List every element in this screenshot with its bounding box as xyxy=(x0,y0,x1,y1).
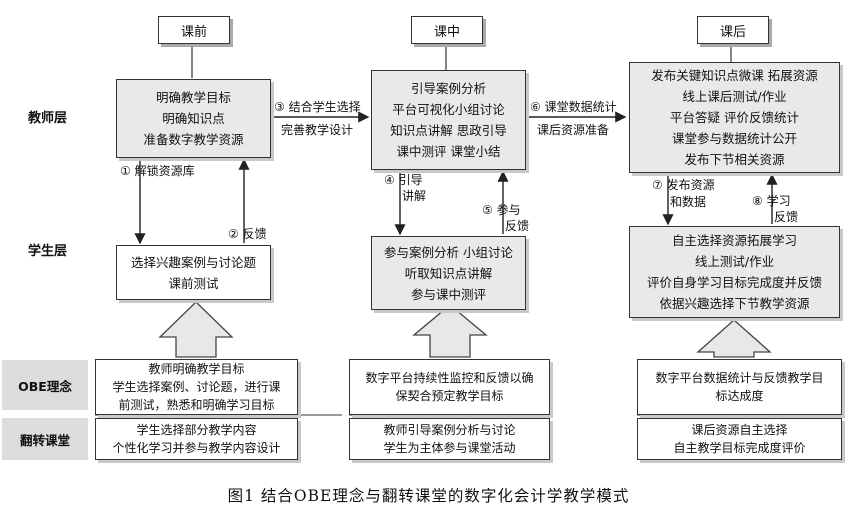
text-line: 数字平台数据统计与反馈教学目 xyxy=(655,371,824,385)
text-line: 标达成度 xyxy=(715,389,764,403)
text-line: 发布关键知识点微课 拓展资源 xyxy=(651,68,818,83)
text-line: 个性化学习并参与教学内容设计 xyxy=(112,441,281,455)
arrow-4-label-1: ④ 引导 xyxy=(384,173,423,187)
arrow-2-label: ② 反馈 xyxy=(228,227,267,241)
arrow-5-label-2: 反馈 xyxy=(505,219,530,233)
text-line: 课前测试 xyxy=(168,275,219,291)
obe-side-label: OBE理念 xyxy=(2,360,88,410)
arrow-8-label-2: 反馈 xyxy=(774,210,799,224)
student-after-box: 自主选择资源拓展学习 线上测试/作业 评价自身学习目标完成度并反馈 依据兴趣选择… xyxy=(629,226,840,318)
text-line: 参与课中测评 xyxy=(410,286,486,302)
layer-teacher-label: 教师层 xyxy=(27,110,67,126)
text-line: 教师引导案例分析与讨论 xyxy=(383,423,516,437)
text-line: 依据兴趣选择下节教学资源 xyxy=(659,296,810,311)
big-up-arrow-before xyxy=(158,301,234,358)
teacher-before-box: 明确教学目标 明确知识点 准备数字教学资源 xyxy=(116,79,271,158)
text-line: 参与案例分析 小组讨论 xyxy=(384,244,513,260)
arrow-3-label-1: ③ 结合学生选择 xyxy=(274,100,361,114)
text-line: 数字平台持续性监控和反馈以确 xyxy=(365,371,534,385)
arrow-4-label-2: 讲解 xyxy=(402,189,427,203)
figure-caption: 图1 结合OBE理念与翻转课堂的数字化会计学教学模式 xyxy=(227,487,630,505)
text-line: 选择兴趣案例与讨论题 xyxy=(130,254,256,270)
layer-student-label: 学生层 xyxy=(27,243,67,259)
text-line: 前测试，熟悉和明确学习目标 xyxy=(118,398,275,412)
text-line: 课中测评 课堂小结 xyxy=(396,144,501,159)
phase-after-tag: 课后 xyxy=(697,16,769,44)
text-line: 准备数字教学资源 xyxy=(143,132,244,147)
student-before-box: 选择兴趣案例与讨论题 课前测试 xyxy=(116,245,271,300)
text-line: 自主选择资源拓展学习 xyxy=(671,233,797,248)
big-up-arrow-during xyxy=(412,304,488,358)
flipped-before-box: 学生选择部分教学内容 个性化学习并参与教学内容设计 xyxy=(95,418,298,460)
text-line: 线上课后测试/作业 xyxy=(682,89,787,104)
arrow-7-label-1: ⑦ 发布资源 xyxy=(652,178,715,192)
arrow-8-label-1: ⑧ 学习 xyxy=(752,194,791,208)
arrow-6-label-2: 课后资源准备 xyxy=(537,123,610,137)
text-line: 学生选择部分教学内容 xyxy=(136,423,257,437)
text-line: 平台答疑 评价反馈统计 xyxy=(670,110,799,125)
text-line: 明确知识点 xyxy=(162,111,225,126)
text-line: 自主教学目标完成度评价 xyxy=(673,441,806,455)
teacher-during-box: 引导案例分析 平台可视化小组讨论 知识点讲解 思政引导 课中测评 课堂小结 xyxy=(371,70,526,170)
arrow-6-label-1: ⑥ 课堂数据统计 xyxy=(530,100,617,114)
text-line: 学生选择案例、讨论题，进行课 xyxy=(112,380,281,394)
big-up-arrow-after xyxy=(696,319,772,358)
text-line: 明确教学目标 xyxy=(155,90,231,105)
flipped-after-box: 课后资源自主选择 自主教学目标完成度评价 xyxy=(637,418,842,460)
arrow-3-label-2: 完善教学设计 xyxy=(281,123,354,137)
arrow-7-label-2: 和数据 xyxy=(670,195,707,209)
text-line: 学生为主体参与课堂活动 xyxy=(383,441,516,455)
obe-before-box: 教师明确教学目标 学生选择案例、讨论题，进行课 前测试，熟悉和明确学习目标 xyxy=(95,359,298,415)
teacher-after-box: 发布关键知识点微课 拓展资源 线上课后测试/作业 平台答疑 评价反馈统计 课堂参… xyxy=(629,62,840,173)
text-line: 发布下节相关资源 xyxy=(684,152,785,167)
text-line: 听取知识点讲解 xyxy=(404,265,493,281)
text-line: 引导案例分析 xyxy=(410,81,486,96)
arrow-5-label-1: ⑤ 参与 xyxy=(482,203,521,217)
text-line: 评价自身学习目标完成度并反馈 xyxy=(646,275,822,290)
text-line: 教师明确教学目标 xyxy=(148,362,245,376)
text-line: 线上测试/作业 xyxy=(694,254,775,269)
text-line: 课堂参与数据统计公开 xyxy=(671,131,797,146)
obe-during-box: 数字平台持续性监控和反馈以确 保契合预定教学目标 xyxy=(349,359,550,415)
text-line: 知识点讲解 思政引导 xyxy=(390,123,507,138)
flipped-side-label: 翻转课堂 xyxy=(2,418,88,460)
text-line: 平台可视化小组讨论 xyxy=(392,102,505,117)
obe-after-box: 数字平台数据统计与反馈教学目 标达成度 xyxy=(637,359,842,415)
phase-during-tag: 课中 xyxy=(411,16,483,44)
student-during-box: 参与案例分析 小组讨论 听取知识点讲解 参与课中测评 xyxy=(371,236,526,310)
arrow-1-label: ① 解锁资源库 xyxy=(120,164,195,178)
flipped-during-box: 教师引导案例分析与讨论 学生为主体参与课堂活动 xyxy=(349,418,550,460)
text-line: 保契合预定教学目标 xyxy=(395,389,504,403)
text-line: 课后资源自主选择 xyxy=(691,423,788,437)
phase-before-tag: 课前 xyxy=(158,16,230,44)
